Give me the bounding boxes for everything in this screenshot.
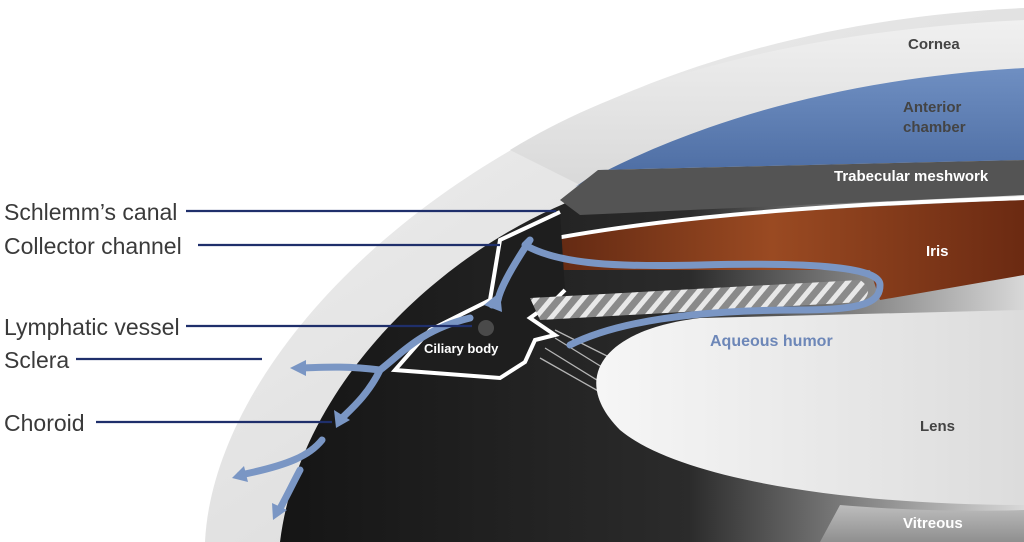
label-ciliary-body: Ciliary body bbox=[424, 341, 499, 356]
label-trabecular-meshwork: Trabecular meshwork bbox=[834, 168, 989, 185]
label-lens: Lens bbox=[920, 418, 955, 435]
ciliary-body-dot bbox=[478, 320, 494, 336]
label-aqueous-humor: Aqueous humor bbox=[710, 333, 833, 350]
label-choroid: Choroid bbox=[4, 410, 85, 436]
label-collector-channel: Collector channel bbox=[4, 233, 182, 259]
label-schlemms-canal: Schlemm’s canal bbox=[4, 199, 177, 225]
label-anterior-chamber-1: Anterior bbox=[903, 99, 962, 116]
label-cornea: Cornea bbox=[908, 36, 960, 53]
label-anterior-chamber-2: chamber bbox=[903, 119, 966, 136]
label-iris: Iris bbox=[926, 243, 949, 260]
label-lymphatic-vessel: Lymphatic vessel bbox=[4, 314, 180, 340]
label-vitreous: Vitreous bbox=[903, 515, 963, 532]
label-sclera: Sclera bbox=[4, 347, 69, 373]
